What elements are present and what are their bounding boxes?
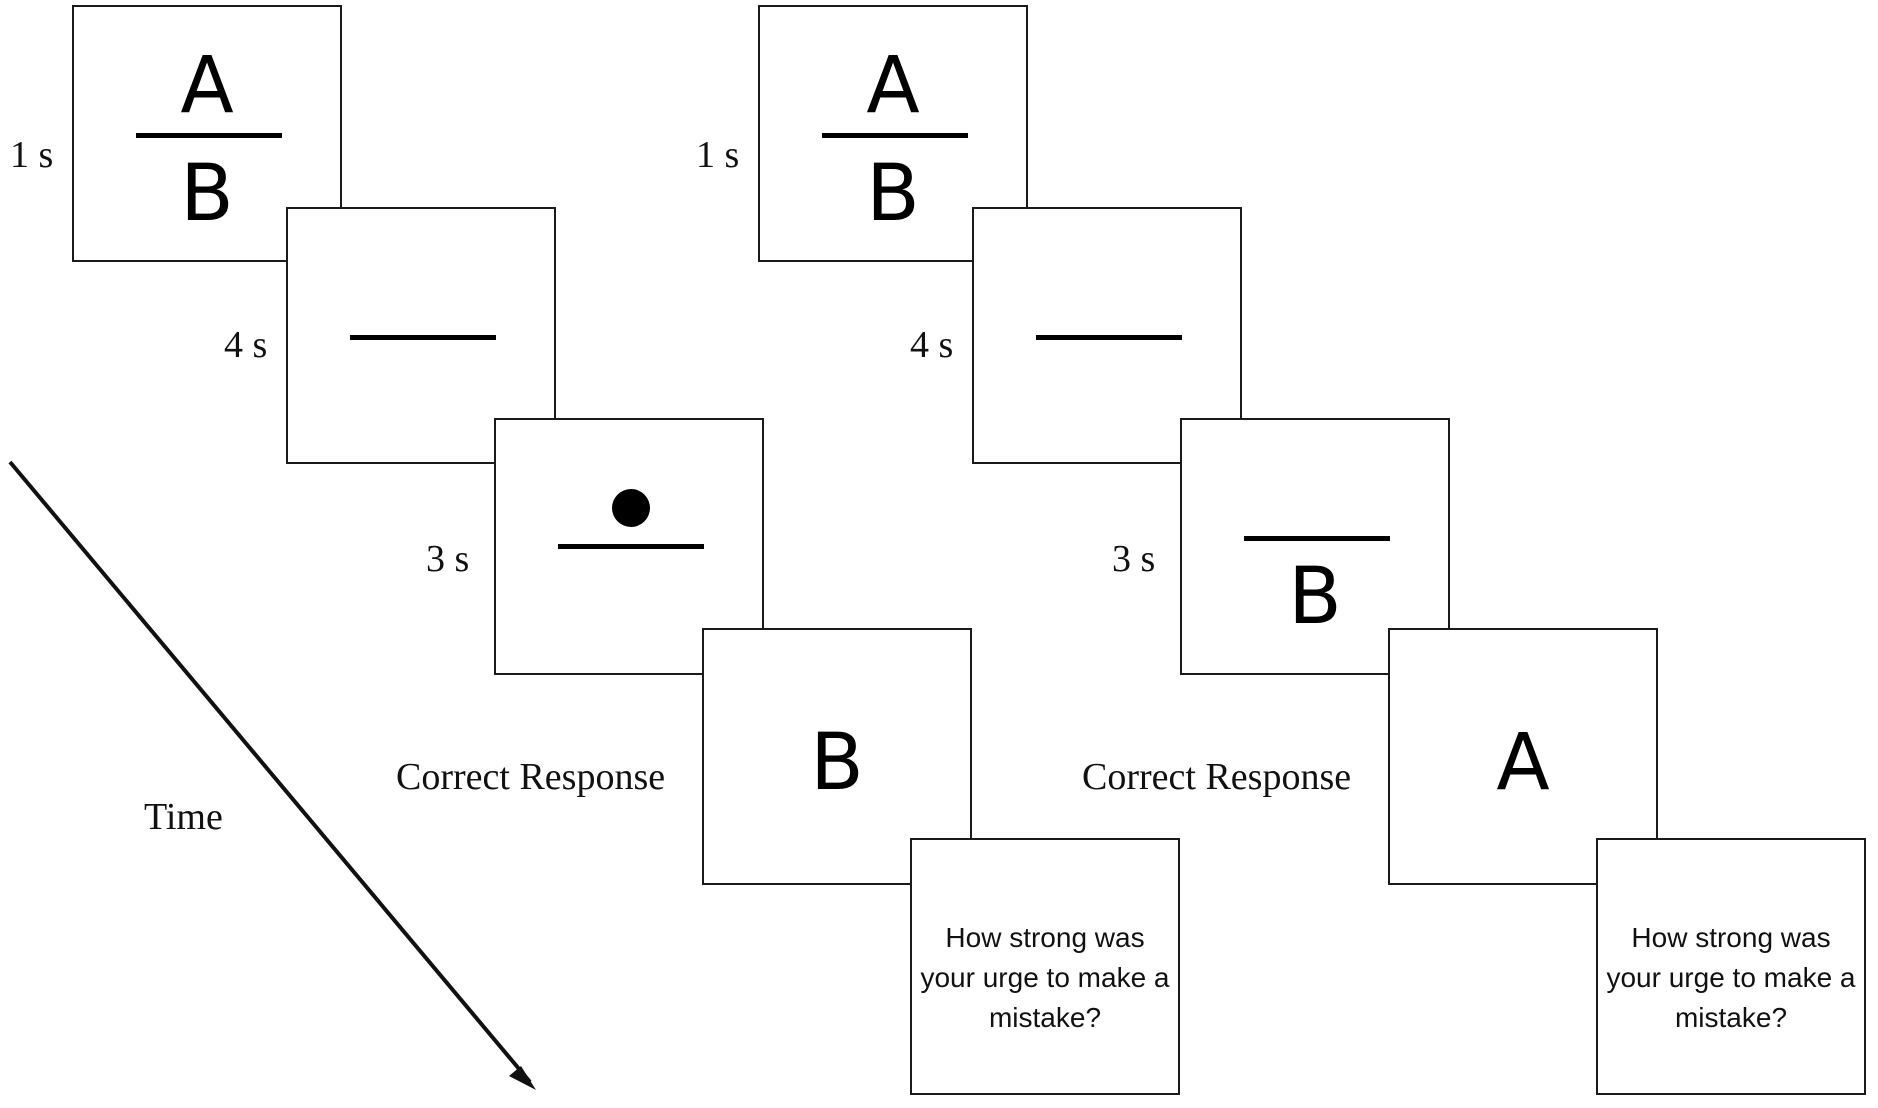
duration-label-3s: 3 s <box>426 538 470 580</box>
response-letter: B <box>810 718 864 808</box>
duration-label-1s: 1 s <box>696 134 740 176</box>
duration-label-4s: 4 s <box>910 324 954 366</box>
duration-label-1s: 1 s <box>10 134 54 176</box>
time-arrow-head <box>509 1066 536 1090</box>
cue-bottom-letter: B <box>866 149 920 239</box>
time-label: Time <box>144 796 223 838</box>
duration-label-4s: 4 s <box>224 324 268 366</box>
response-label: Correct Response <box>1082 756 1352 798</box>
time-arrow-shaft <box>8 460 532 1084</box>
divider-line <box>822 133 968 138</box>
probe-bottom-letter: B <box>1288 552 1342 642</box>
divider-line <box>136 133 282 138</box>
dot-marker <box>612 489 650 527</box>
cue-bottom-letter: B <box>180 149 234 239</box>
cue-top-letter: A <box>180 41 234 131</box>
cue-screen: A B <box>758 5 1028 262</box>
probe-line <box>1244 536 1390 541</box>
urge-question-text: How strong was your urge to make a mista… <box>1606 922 1856 1033</box>
cue-top-letter: A <box>866 41 920 131</box>
duration-label-3s: 3 s <box>1112 538 1156 580</box>
delay-line <box>350 335 496 340</box>
urge-question-screen: How strong was your urge to make a mista… <box>910 838 1180 1095</box>
urge-question-screen: How strong was your urge to make a mista… <box>1596 838 1866 1095</box>
probe-line <box>558 544 704 549</box>
urge-question-text: How strong was your urge to make a mista… <box>920 922 1170 1033</box>
cue-screen: A B <box>72 5 342 262</box>
response-letter: A <box>1496 718 1550 808</box>
delay-line <box>1036 335 1182 340</box>
response-label: Correct Response <box>396 756 666 798</box>
